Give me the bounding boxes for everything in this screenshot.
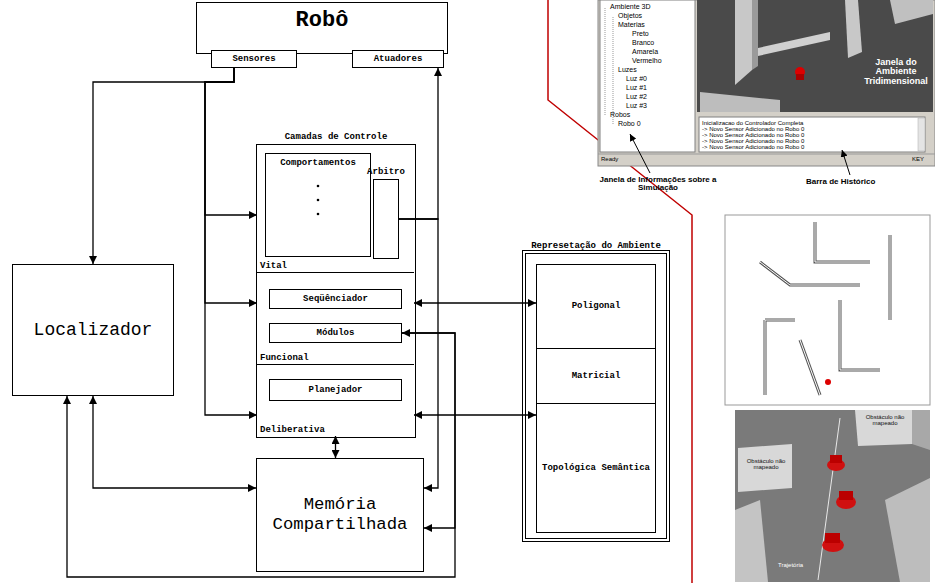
callout-leader [842,150,850,175]
history-line: -> Novo Sensor Adicionado no Robo 0 [702,126,912,132]
box-label: Memória Compartilhada [257,495,423,535]
scene-label: Trajetória [778,562,814,568]
module-box: Seqüênciador [269,289,402,309]
ellipsis-dots [317,185,320,216]
tree-item: Robo 0 [618,120,641,127]
scene-3d [735,410,930,582]
representation-box: Poligonal [536,264,656,349]
simulator-screenshot [598,0,935,166]
box-label: Poligonal [572,301,621,311]
box-label: Planejador [308,385,362,395]
box-label: Funcional [260,353,309,363]
tree-item: Luz #0 [626,75,647,82]
connector-arrow [205,68,257,303]
history-line: -> Novo Sensor Adicionado no Robo 0 [702,138,912,144]
tree-item: Luzes [618,66,637,73]
memory-box: Memória Compartilhada [256,458,424,572]
box-label: Comportamentos [280,158,356,168]
behaviour-box: Comportamentos [265,153,371,257]
tree-item: Branco [632,39,654,46]
localizer-box: Localizador [12,264,174,396]
history-line: -> Novo Sensor Adicionado no Robo 0 [702,132,912,138]
tree-item: Luz #2 [626,93,647,100]
layer-band: Deliberativa Planejador [257,365,414,436]
history-line: -> Novo Sensor Adicionado no Robo 0 [702,144,912,150]
box-label: Deliberativa [260,425,325,435]
box-label: Sensores [232,54,275,64]
callout-leader [630,134,650,173]
view-label: Janela do Ambiente Tridimensional [860,58,932,86]
representation-box: Topológica Semântica [536,403,656,533]
box-label: Robô [296,8,349,33]
connector-arrow [335,436,336,458]
tree-item: Preto [632,30,649,37]
box-label: Vital [260,261,287,271]
connector-arrow [402,333,455,528]
tree-item: Luz #1 [626,84,647,91]
callout-text: Janela de Informações sobre a Simulação [598,176,718,193]
representation-box: Matricial [536,348,656,404]
module-box: Planejador [269,379,402,401]
layers-box: Camadas de ControleVitalComportamentosAr… [256,144,416,438]
tree-item: Objetos [618,12,642,19]
connector-arrow [67,333,455,577]
connector-arrow [399,219,438,488]
layer-band: Vital ComportamentosArbitro [257,145,414,273]
box-heading: Arbitro [354,167,418,177]
box-label: Seqüênciador [303,294,368,304]
tree-item: Robos [610,111,630,118]
tree-item: Luz #3 [626,102,647,109]
box-label: Módulos [317,328,355,338]
tree-item: Materias [618,21,645,28]
connector-arrow [205,68,257,215]
box-label: Topológica Semântica [542,463,650,473]
layer-band: Funcional SeqüênciadorMódulos [257,273,414,365]
status-text: KEY [912,156,932,162]
tree-item: Ambiente 3D [610,3,650,10]
robot-box: Robô [196,2,448,54]
connector-arrow [205,68,257,415]
environment-box: Represetação do AmbientePoligonalMatrici… [522,250,670,542]
scene-label: Obstáculo não mapeado [862,414,908,427]
module-box: Módulos [269,323,402,343]
sensor-box: Sensores [211,50,297,68]
connector-arrow [93,396,256,488]
connector-arrow [93,68,234,264]
callout-text: Barra de Histórico [806,178,906,186]
tree-item: Amarela [632,48,658,55]
map-2d [725,215,930,405]
status-text: Ready [601,156,641,162]
actuator-box: Atuadores [352,50,444,68]
scene-label: Obstáculo não mapeado [743,458,789,471]
connector-arrow [414,414,536,415]
history-line: Inicializacao do Controlador Completa [702,120,912,126]
connector-arrow [414,302,536,303]
box-label: Localizador [34,320,153,341]
box-heading: Represetação do Ambiente [506,241,686,251]
box-label: Matricial [572,371,621,381]
arbiter-box: Arbitro [373,179,399,259]
box-heading: Camadas de Controle [237,132,435,142]
box-label: Atuadores [374,54,423,64]
tree-item: Vermelho [632,57,662,64]
